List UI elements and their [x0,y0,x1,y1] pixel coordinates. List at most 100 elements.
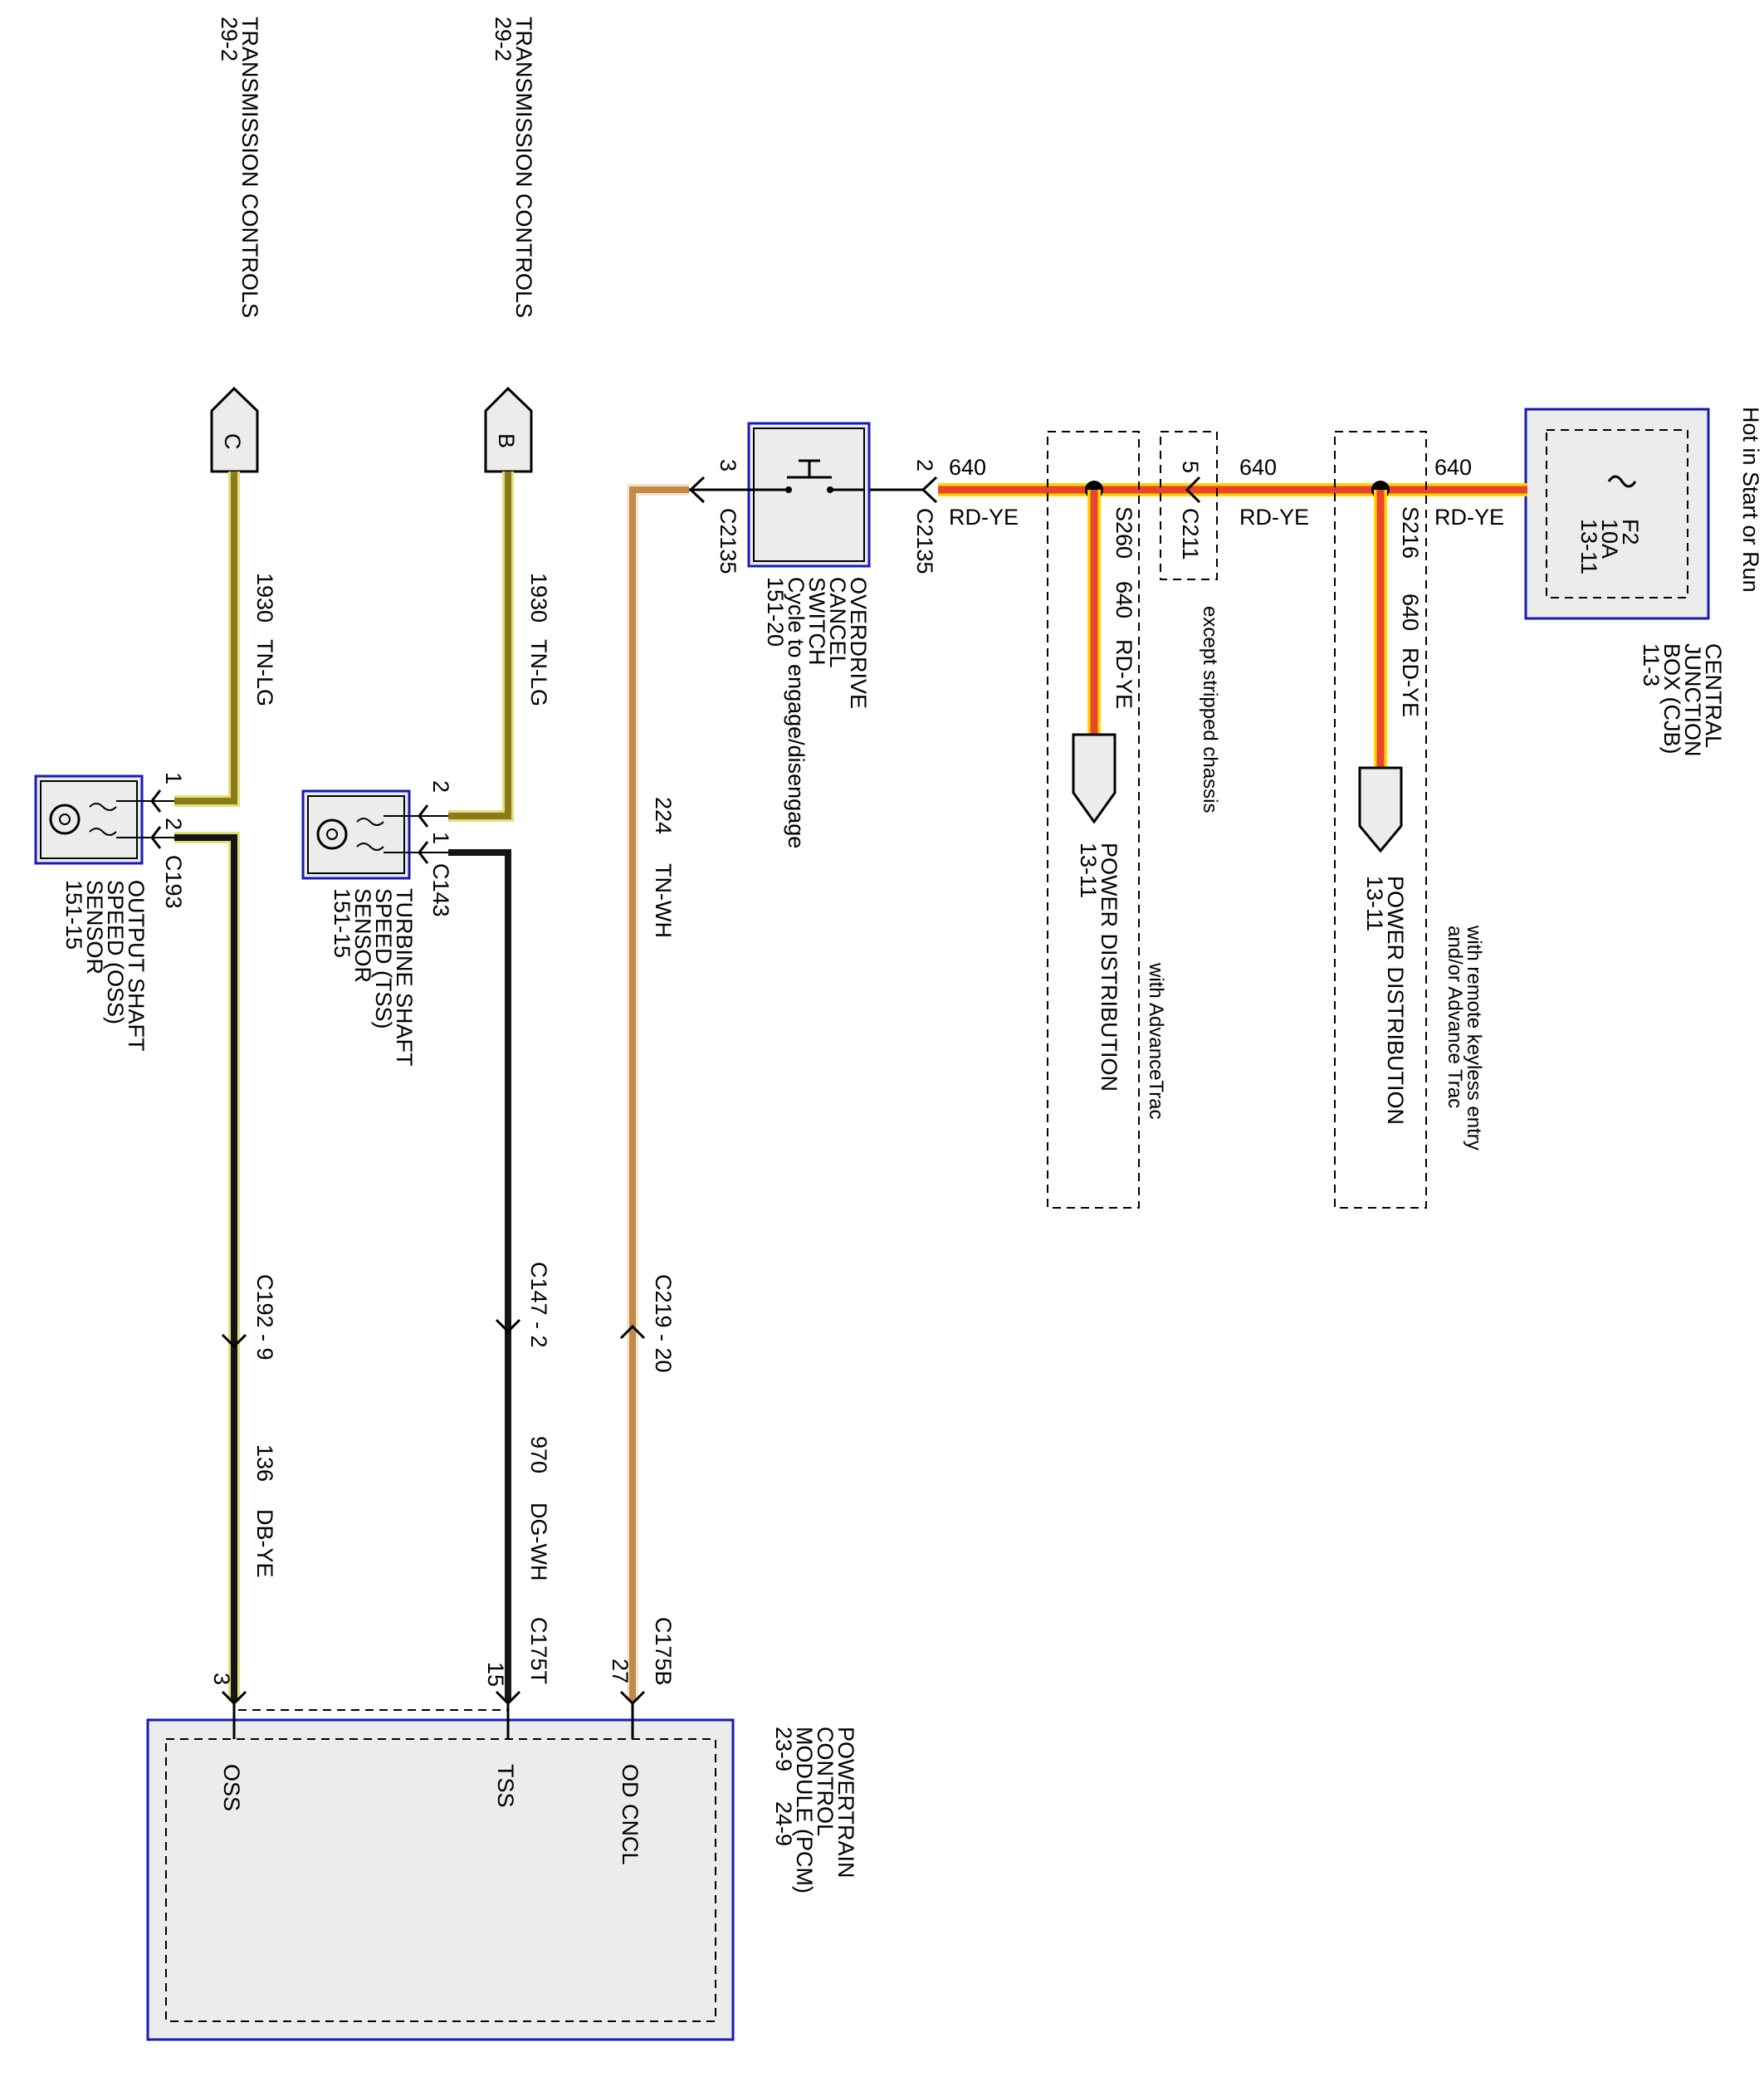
c2135-pin2-connector-icon [921,476,938,504]
overdrive-cancel-switch[interactable] [747,422,871,568]
powertrain-control-module[interactable] [146,1709,735,2041]
wire-224-number: 224 [651,797,676,834]
pcm-label-2: CONTROL [813,1727,838,1836]
oss-label-3: SENSOR [82,880,107,975]
wire-1930-tss [448,471,514,822]
splice-s216-id: S216 [1398,506,1423,559]
wire-970-color: DG-WH [526,1502,551,1581]
power-distribution-label-2: POWER DISTRIBUTION [1097,843,1121,1092]
pcm-pin-3: 3 [209,1673,234,1685]
advancetrac-option-box [1047,431,1140,1209]
c2135-pin3-connector-icon [688,476,706,504]
wire-136 [174,832,240,1702]
power-distribution-label-1: POWER DISTRIBUTION [1383,876,1408,1125]
pcm-label-4: 23-9 [771,1727,796,1771]
pcm-connector-c175b: C175B [651,1617,676,1686]
pcm-connector-c175t: C175T [526,1617,551,1684]
pcm-label-1: POWERTRAIN [833,1727,858,1879]
pcm-pin-27: 27 [608,1659,633,1683]
note-remote-1: with remote keyless entry [1463,925,1485,1151]
output-shaft-speed-sensor[interactable] [34,774,174,865]
oss-label-2: SPEED (OSS) [103,880,128,1024]
c2135-conn-in: C2135 [912,508,937,574]
gear-icon [316,818,348,850]
wire-224-color: TN-WH [651,863,676,938]
splice-s260-color: RD-YE [1112,639,1136,709]
od-switch-label-4: Cycle to engage/disengage [784,577,809,848]
power-distribution-ref-1[interactable] [1358,766,1403,853]
cjb-label: CENTRAL JUNCTION BOX (CJB) 11-3 [1639,643,1726,757]
note-remote-2: and/or Advance Trac [1444,926,1466,1108]
c211-id: C211 [1178,508,1203,560]
pcm-pins [221,1690,646,1739]
ref-c-page: 29-2 [217,17,242,61]
oss-pin-a: 1 [161,772,186,784]
oss-label-4: 151-15 [61,880,86,950]
transmission-controls-ref-b[interactable] [484,386,533,473]
c147-inline-label: C147 - 2 [526,1262,551,1348]
oss-label: OUTPUT SHAFT SPEED (OSS) SENSOR 151-15 [61,880,149,1052]
turbine-shaft-speed-sensor[interactable] [301,789,448,880]
cjb-label-1: CENTRAL [1701,643,1726,748]
wire-970-number: 970 [526,1436,551,1473]
splice-s216-color: RD-YE [1398,647,1423,717]
pcm-label-3: MODULE (PCM) [792,1727,817,1893]
oss-label-1: OUTPUT SHAFT [124,880,149,1052]
splice-s260-id: S260 [1112,506,1136,559]
ref-b-title: TRANSMISSION CONTROLS [511,17,536,318]
coil-icon [89,803,117,836]
tss-label: TURBINE SHAFT SPEED (TSS) SENSOR 151-15 [330,888,417,1067]
ref-c-connector: C [220,433,245,450]
cjb-fuse-text: F2 10A 13-11 [1576,519,1643,574]
od-switch-label-3: SWITCH [804,577,829,665]
remote-keyless-option-box [1334,431,1427,1209]
pcm-label: POWERTRAIN CONTROL MODULE (PCM) 23-9 24-… [771,1727,858,1893]
coil-icon [356,818,384,851]
power-distribution-page-2: 13-11 [1076,843,1101,898]
tss-label-1: TURBINE SHAFT [392,888,417,1067]
c192-inline-label: C192 - 9 [252,1274,277,1361]
cjb-label-3: BOX (CJB) [1659,643,1684,755]
fuse-id: F2 [1618,519,1643,545]
transmission-controls-ref-c[interactable] [210,386,259,473]
od-switch-label-1: OVERDRIVE [846,577,871,709]
wire-640-color-1: RD-YE [1434,505,1504,530]
wire-1930-oss-number: 1930 [252,573,277,623]
gear-icon [49,804,81,835]
splice-s260-circuit: 640 [1112,581,1136,618]
oss-pin-b: 2 [161,818,186,830]
wire-640-color-2: RD-YE [1239,505,1309,530]
central-junction-box[interactable] [1524,408,1710,620]
tss-connector: C143 [428,863,453,917]
hot-in-start-label: Hot in Start or Run [1738,407,1763,593]
pcm-signal-tss: TSS [493,1764,518,1808]
pcm-pin-15: 15 [483,1662,508,1687]
wire-136-number: 136 [252,1444,277,1482]
ref-b-connector: B [494,433,519,448]
pcm-signal-odcncl: OD CNCL [618,1764,643,1865]
od-switch-label: OVERDRIVE CANCEL SWITCH Cycle to engage/… [763,577,871,848]
pcm-signal-oss: OSS [219,1764,244,1811]
cjb-label-2: JUNCTION [1680,643,1705,757]
pcm-label-5: 24-9 [771,1801,796,1846]
oss-connector: C193 [161,855,186,909]
c2135-pin-in: 2 [912,459,937,471]
wire-136-color: DB-YE [252,1509,277,1578]
wire-640-number-2: 640 [1239,455,1277,480]
c193-connector-icon [150,789,162,849]
tss-label-4: 151-15 [330,888,354,958]
od-switch-label-2: CANCEL [825,577,850,668]
power-distribution-ref-2[interactable] [1072,733,1117,824]
c219-connector-icon [619,1324,646,1340]
c211-connector-icon [1185,476,1201,504]
ref-b-page: 29-2 [491,17,516,61]
wire-640-color-3: RD-YE [949,505,1019,530]
wire-1930-tss-number: 1930 [526,573,551,623]
wire-1930-oss-color: TN-LG [252,639,277,706]
wire-640-number-3: 640 [949,455,986,480]
splice-s216-circuit: 640 [1398,594,1423,631]
c2135-conn-out: C2135 [716,508,740,574]
tss-label-3: SENSOR [350,888,375,983]
c219-inline-label: C219 - 20 [651,1274,676,1373]
